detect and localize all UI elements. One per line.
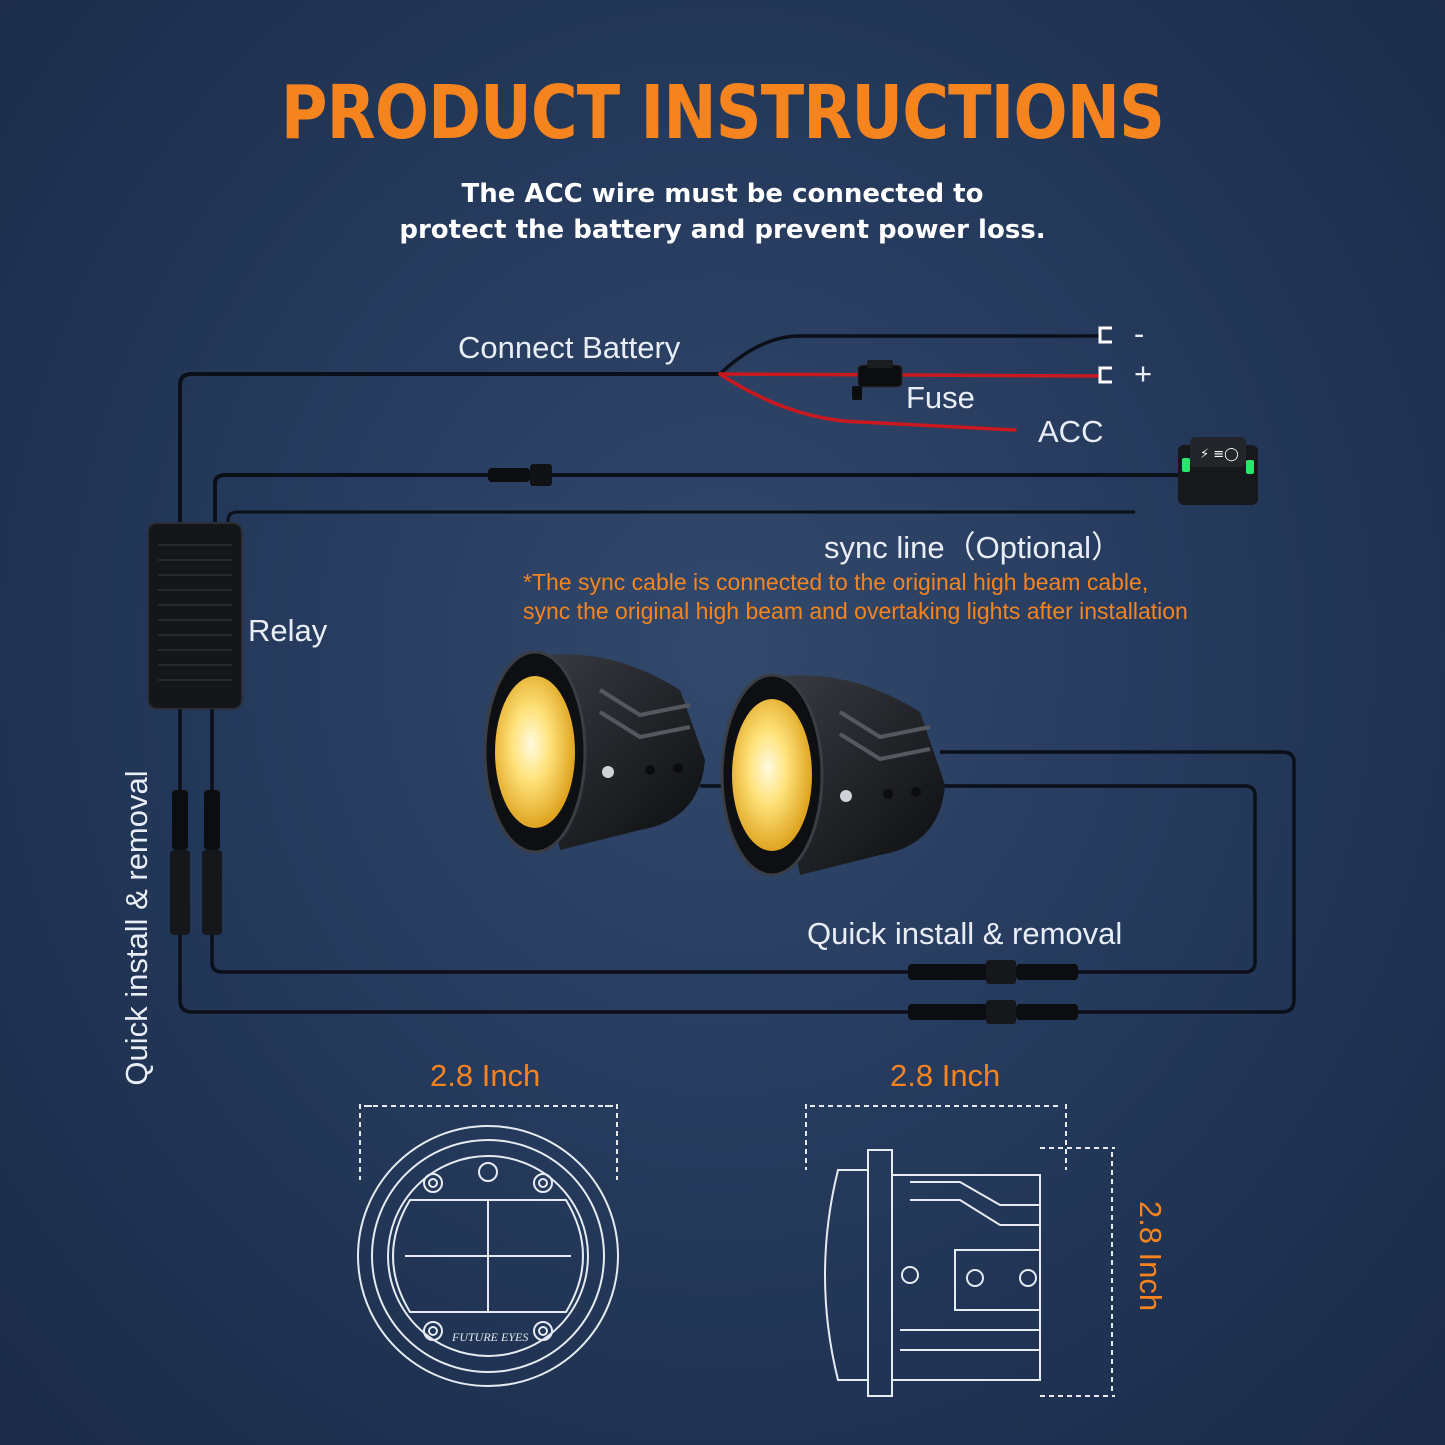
relay-label: Relay (248, 613, 328, 648)
connect-battery-label: Connect Battery (458, 330, 681, 365)
brand-label: FUTURE EYES (452, 1330, 529, 1344)
side-width-label: 2.8 Inch (890, 1058, 1001, 1093)
vertical-connectors (170, 790, 222, 935)
switch-wire (213, 473, 1180, 530)
fog-light-right (720, 673, 945, 877)
quick-install-horizontal-label: Quick install & removal (807, 916, 1123, 951)
horizontal-connectors (908, 960, 1078, 1024)
quick-install-vertical-label: Quick install & removal (119, 770, 154, 1086)
fuse-holder-icon (852, 360, 903, 400)
subtitle-line-2: protect the battery and prevent power lo… (399, 215, 1046, 245)
inline-connector (488, 464, 552, 486)
positive-terminal-icon (1098, 366, 1112, 384)
acc-label: ACC (1038, 414, 1104, 449)
page-title: PRODUCT INSTRUCTIONS (280, 70, 1165, 156)
front-view-drawing (357, 1104, 619, 1387)
sync-line-label: sync line（Optional） (824, 530, 1123, 565)
front-width-label: 2.8 Inch (430, 1058, 541, 1093)
sync-cable-note: *The sync cable is connected to the orig… (523, 568, 1188, 626)
positive-label: + (1134, 356, 1153, 391)
battery-wires (178, 334, 1100, 532)
side-view-drawing (805, 1104, 1115, 1397)
fog-light-left (483, 650, 705, 854)
rocker-switch-icon: ⚡ ≡◯ (1178, 437, 1258, 505)
fuse-label: Fuse (906, 380, 975, 415)
subtitle-line-1: The ACC wire must be connected to (461, 179, 984, 209)
light-output-wires (178, 709, 1296, 1014)
relay-box (147, 522, 243, 710)
note-line-1: *The sync cable is connected to the orig… (523, 569, 1149, 595)
note-line-2: sync the original high beam and overtaki… (523, 598, 1188, 624)
negative-label: - (1134, 316, 1145, 351)
page-subtitle: The ACC wire must be connected to protec… (0, 176, 1445, 248)
side-height-label: 2.8 Inch (1133, 1200, 1168, 1312)
svg-text:⚡ ≡◯: ⚡ ≡◯ (1200, 447, 1239, 462)
negative-terminal-icon (1098, 326, 1112, 344)
